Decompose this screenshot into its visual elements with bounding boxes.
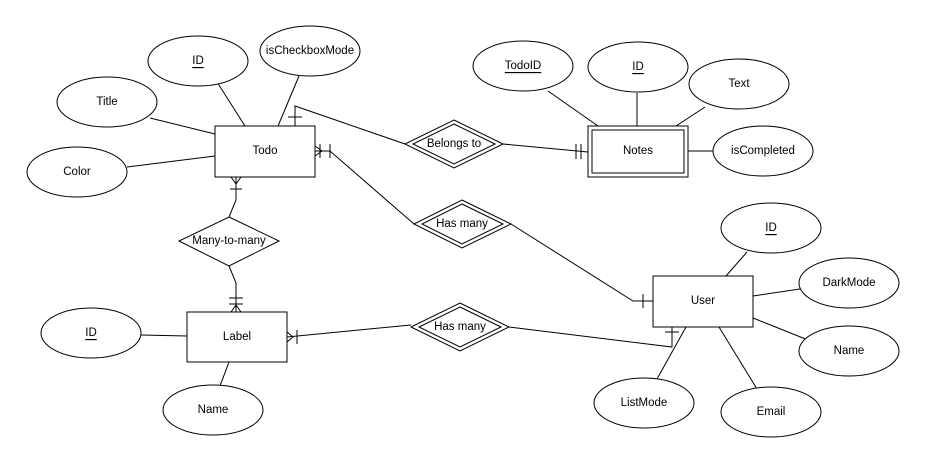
- relationship-has-many-label-user[interactable]: Has many: [409, 302, 511, 352]
- attribute-todo-id-label: ID: [192, 55, 204, 67]
- attribute-notes-todo-id[interactable]: TodoID: [472, 40, 574, 92]
- attribute-todo-title[interactable]: Title: [56, 76, 158, 128]
- attribute-user-name-label: Name: [834, 345, 865, 357]
- attribute-label-name-label: Name: [198, 404, 229, 416]
- entity-todo[interactable]: Todo: [214, 125, 316, 178]
- relationship-belongs-to-label: Belongs to: [427, 138, 481, 150]
- attribute-user-name[interactable]: Name: [798, 325, 900, 377]
- relationship-many-to-many-label: Many-to-many: [192, 235, 266, 247]
- attribute-todo-color-label: Color: [63, 166, 91, 178]
- attribute-user-list-mode-label: ListMode: [621, 397, 668, 409]
- attribute-todo-title-label: Title: [96, 96, 117, 108]
- cardinality-marks: [229, 116, 679, 344]
- attribute-todo-is-checkbox-mode-label: isCheckboxMode: [266, 45, 354, 57]
- entity-user-label: User: [691, 295, 715, 307]
- entity-todo-label: Todo: [253, 145, 278, 157]
- entity-user[interactable]: User: [652, 275, 754, 328]
- attribute-user-list-mode[interactable]: ListMode: [593, 377, 695, 429]
- attribute-user-dark-mode[interactable]: DarkMode: [798, 257, 900, 309]
- relationship-many-to-many[interactable]: Many-to-many: [177, 216, 281, 267]
- attribute-notes-is-completed-label: isCompleted: [731, 145, 795, 157]
- entity-label-label: Label: [223, 331, 251, 343]
- attribute-notes-text-label: Text: [728, 78, 750, 90]
- attribute-user-id[interactable]: ID: [720, 202, 822, 254]
- relationship-has-many-label-user-label: Has many: [434, 321, 486, 333]
- attribute-label-id[interactable]: ID: [40, 307, 142, 359]
- relationship-belongs-to[interactable]: Belongs to: [403, 119, 505, 169]
- attribute-notes-id-label: ID: [632, 61, 644, 73]
- entity-notes-label: Notes: [623, 145, 653, 157]
- attribute-user-dark-mode-label: DarkMode: [822, 277, 875, 289]
- attribute-notes-id[interactable]: ID: [587, 41, 689, 93]
- attribute-user-email[interactable]: Email: [720, 386, 822, 438]
- attribute-todo-id[interactable]: ID: [147, 35, 249, 87]
- attribute-notes-is-completed[interactable]: isCompleted: [712, 125, 814, 177]
- entity-label[interactable]: Label: [186, 311, 288, 363]
- attribute-todo-color[interactable]: Color: [26, 146, 128, 198]
- relationship-has-many-todo-user-label: Has many: [436, 218, 488, 230]
- entity-notes[interactable]: Notes: [587, 125, 689, 178]
- attribute-label-name[interactable]: Name: [162, 384, 264, 436]
- attribute-label-id-label: ID: [85, 327, 97, 339]
- attribute-notes-text[interactable]: Text: [688, 58, 790, 110]
- attribute-user-email-label: Email: [757, 406, 786, 418]
- relationship-has-many-todo-user[interactable]: Has many: [412, 199, 513, 249]
- attribute-notes-todo-id-label: TodoID: [505, 60, 541, 72]
- attribute-todo-is-checkbox-mode[interactable]: isCheckboxMode: [259, 25, 361, 77]
- attribute-user-id-label: ID: [765, 222, 777, 234]
